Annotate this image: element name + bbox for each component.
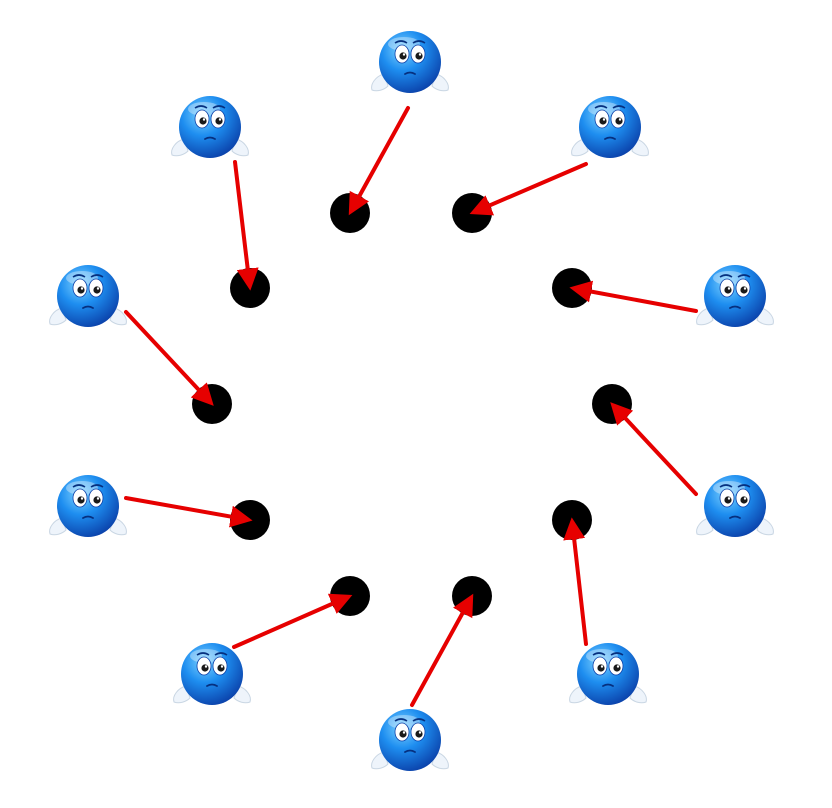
pointer-arrow	[232, 593, 353, 649]
target-dot	[452, 193, 492, 233]
mouth	[604, 136, 616, 140]
smiley-head	[379, 31, 441, 93]
smiley-head	[379, 709, 441, 771]
smiley-head	[577, 643, 639, 705]
worried-smiley-icon	[173, 643, 251, 705]
worried-smiley-icon	[371, 709, 449, 771]
smiley-head	[57, 475, 119, 537]
mouth	[82, 515, 94, 519]
worried-smiley-icon	[571, 96, 649, 158]
pointer-arrow	[233, 160, 259, 291]
mouth	[206, 683, 218, 687]
pointer-arrow	[410, 593, 474, 707]
mouth	[404, 749, 416, 753]
smiley-head	[704, 265, 766, 327]
pointer-arrow	[124, 496, 253, 528]
pointer-arrow	[469, 162, 588, 216]
mouth	[729, 515, 741, 519]
mouth	[404, 71, 416, 75]
worried-smiley-icon	[696, 265, 774, 327]
pointer-arrow	[563, 517, 588, 646]
target-dot	[330, 193, 370, 233]
mouth	[82, 305, 94, 309]
mouth	[602, 683, 614, 687]
smiley-head	[704, 475, 766, 537]
target-dot	[230, 500, 270, 540]
mouth	[204, 136, 216, 140]
mouth	[729, 305, 741, 309]
smiley-head	[579, 96, 641, 158]
smiley-head	[57, 265, 119, 327]
pointer-arrow	[610, 402, 698, 496]
worried-smiley-icon	[696, 475, 774, 537]
pointer-arrow	[569, 280, 698, 313]
worried-smiley-icon	[49, 265, 127, 327]
target-dot	[330, 576, 370, 616]
pointer-arrow	[348, 106, 410, 216]
pointer-arrow	[124, 310, 214, 406]
worried-smiley-icon	[49, 475, 127, 537]
smiley-head	[179, 96, 241, 158]
worried-smiley-icon	[171, 96, 249, 158]
worried-smiley-icon	[569, 643, 647, 705]
worried-smiley-icon	[371, 31, 449, 93]
target-dot	[452, 576, 492, 616]
target-dot	[552, 268, 592, 308]
smiley-head	[181, 643, 243, 705]
